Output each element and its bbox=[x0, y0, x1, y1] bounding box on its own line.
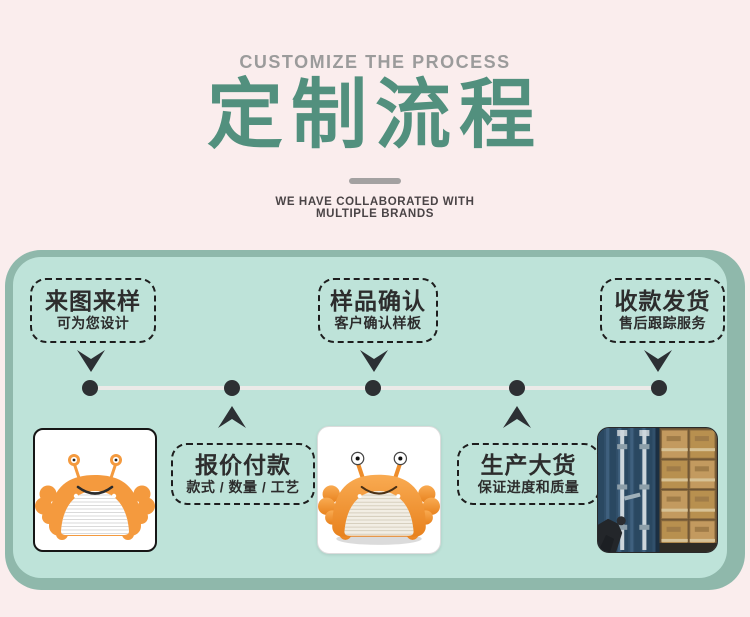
step-title: 来图来样 bbox=[45, 288, 141, 315]
timeline-dot bbox=[224, 380, 240, 396]
step-subtitle: 售后跟踪服务 bbox=[619, 315, 706, 332]
step-box-mass-production: 生产大货 保证进度和质量 bbox=[457, 443, 600, 505]
step-subtitle: 款式 / 数量 / 工艺 bbox=[186, 478, 300, 495]
step-box-payment-shipping: 收款发货 售后跟踪服务 bbox=[600, 278, 725, 343]
arrow-up-icon bbox=[218, 406, 246, 428]
step-subtitle: 客户确认样板 bbox=[334, 315, 422, 332]
container-loading-photo-image bbox=[597, 427, 718, 553]
step-box-quote-payment: 报价付款 款式 / 数量 / 工艺 bbox=[171, 443, 315, 505]
page-title: 定制流程 bbox=[207, 73, 543, 158]
arrow-down-icon bbox=[77, 350, 105, 372]
crab-sample-photo-image bbox=[317, 426, 441, 554]
collab-line1: WE HAVE COLLABORATED WITH bbox=[275, 196, 475, 208]
container-photo-graphic bbox=[598, 428, 717, 552]
step-box-sample-confirm: 样品确认 客户确认样板 bbox=[318, 278, 438, 343]
arrow-down-icon bbox=[644, 350, 672, 372]
timeline-dot bbox=[82, 380, 98, 396]
timeline-dot bbox=[365, 380, 381, 396]
collab-subtitle: WE HAVE COLLABORATED WITH MULTIPLE BRAND… bbox=[0, 196, 750, 220]
crab-sample-photo-graphic bbox=[318, 451, 440, 545]
arrow-down-icon bbox=[360, 350, 388, 372]
step-title: 样品确认 bbox=[330, 288, 426, 315]
crab-design-illustration-image bbox=[33, 428, 157, 552]
timeline-dot bbox=[509, 380, 525, 396]
step-box-artwork: 来图来样 可为您设计 bbox=[30, 278, 156, 343]
step-title: 生产大货 bbox=[480, 451, 577, 478]
arrow-up-icon bbox=[503, 406, 531, 428]
collab-line2: MULTIPLE BRANDS bbox=[315, 208, 435, 221]
eyebrow-text: CUSTOMIZE THE PROCESS bbox=[239, 52, 511, 72]
step-subtitle: 保证进度和质量 bbox=[477, 478, 580, 495]
step-title: 报价付款 bbox=[195, 451, 291, 478]
divider-bar bbox=[349, 178, 401, 184]
step-subtitle: 可为您设计 bbox=[56, 315, 130, 332]
step-title: 收款发货 bbox=[614, 288, 711, 315]
timeline-dot bbox=[651, 380, 667, 396]
crab-illustration-graphic bbox=[35, 454, 155, 540]
process-panel: 来图来样 可为您设计 样品确认 客户确认样板 收款发货 售后跟踪服务 报价付款 … bbox=[5, 250, 745, 590]
